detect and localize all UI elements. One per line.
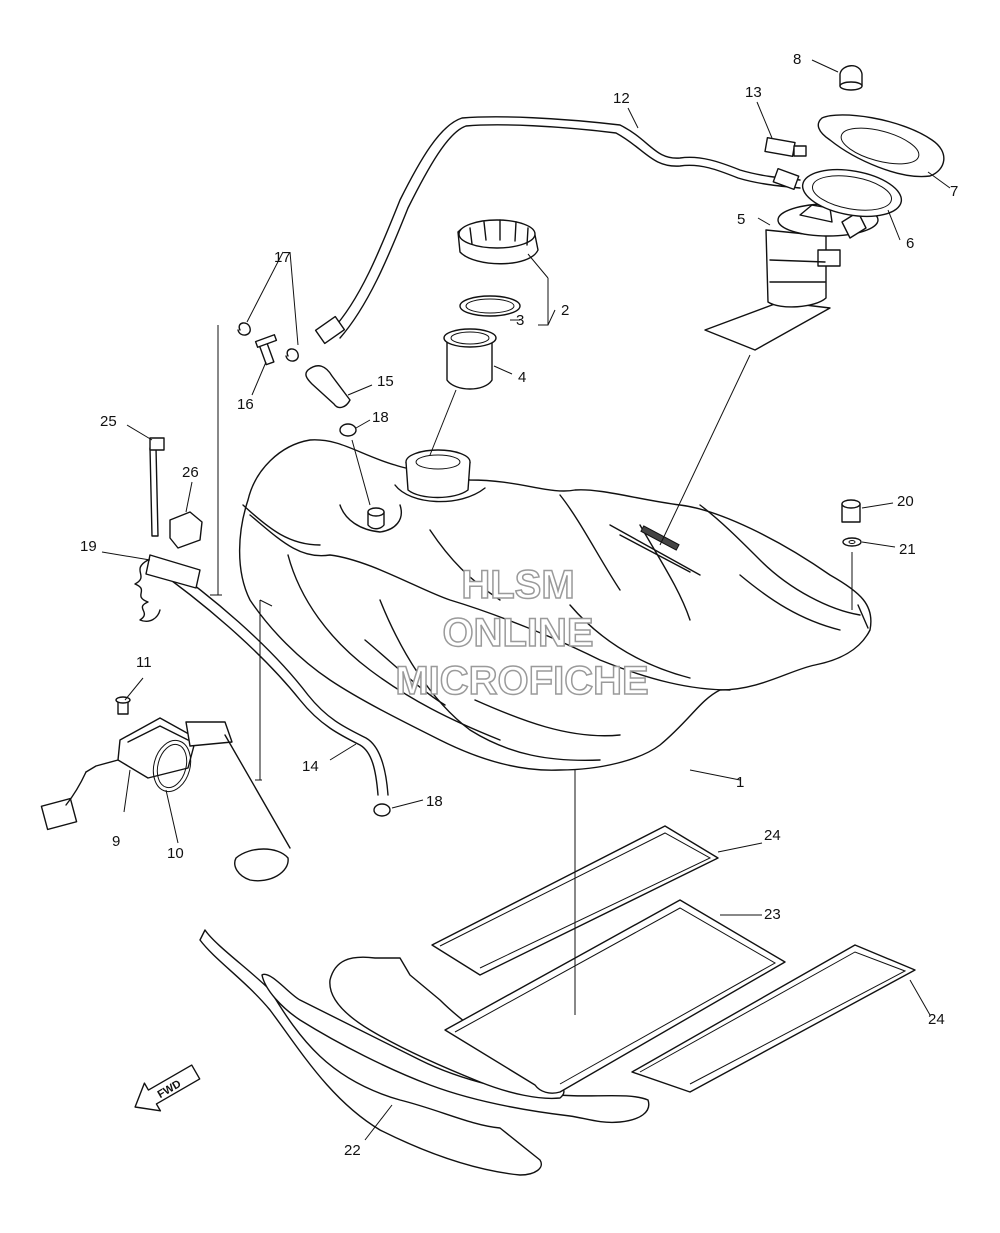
sender-screw <box>115 696 131 715</box>
callout-14: 14 <box>302 758 319 775</box>
callout-10: 10 <box>167 845 184 862</box>
cable-tie <box>149 437 165 537</box>
callout-15: 15 <box>377 373 394 390</box>
hose-joint <box>764 136 807 158</box>
watermark-line2: ONLINE <box>442 611 593 655</box>
watermark-line3: MICROFICHE <box>395 659 648 703</box>
pump-retainer-plate <box>817 114 945 178</box>
callout-24a: 24 <box>764 827 781 844</box>
washer-21 <box>842 537 862 547</box>
watermark-line1: HLSM <box>461 563 574 607</box>
callout-26: 26 <box>182 464 199 481</box>
cap-gasket <box>459 295 521 317</box>
callout-11: 11 <box>136 654 152 671</box>
callout-25: 25 <box>100 413 117 430</box>
fwd-arrow-icon: FWD <box>134 1064 201 1112</box>
collar-20 <box>841 499 861 523</box>
sender-o-ring <box>152 739 192 793</box>
callout-3: 3 <box>516 312 524 329</box>
coil-wire <box>134 554 201 622</box>
center-pad <box>444 899 786 1094</box>
fuel-sender-unit <box>40 717 291 882</box>
callout-24b: 24 <box>928 1011 945 1028</box>
fuel-pump <box>704 203 879 351</box>
callout-21: 21 <box>899 541 916 558</box>
fuel-cap <box>457 219 539 265</box>
callout-1: 1 <box>736 774 744 791</box>
filler-neck <box>443 328 497 390</box>
callout-12: 12 <box>613 90 630 107</box>
callout-2: 2 <box>561 302 569 319</box>
hose-clamp-18b <box>373 803 391 817</box>
joint-pipe <box>254 334 278 366</box>
callout-22: 22 <box>344 1142 361 1159</box>
callout-7: 7 <box>950 183 958 200</box>
cap-nut <box>839 65 863 91</box>
pump-gasket <box>801 168 903 218</box>
callout-6: 6 <box>906 235 914 252</box>
callout-8: 8 <box>793 51 801 68</box>
assembly-lines <box>101 59 951 1141</box>
fuel-tank <box>238 439 872 771</box>
callout-20: 20 <box>897 493 914 510</box>
watermark: HLSM ONLINE MICROFICHE <box>395 562 650 704</box>
callout-16: 16 <box>237 396 254 413</box>
callout-17: 17 <box>274 249 291 266</box>
hose-clip-17a <box>237 322 251 336</box>
drain-hose <box>149 559 389 796</box>
callout-18a: 18 <box>372 409 389 426</box>
hose-clamp-18a <box>339 423 357 437</box>
fwd-arrow-label: FWD <box>156 1078 184 1101</box>
short-hose <box>305 365 351 409</box>
hose-clip-17b <box>285 348 299 362</box>
wire-clamp <box>169 511 203 549</box>
callout-9: 9 <box>112 833 120 850</box>
callout-19: 19 <box>80 538 97 555</box>
breather-hose <box>314 116 801 345</box>
callout-23: 23 <box>764 906 781 923</box>
callout-18b: 18 <box>426 793 443 810</box>
callout-5: 5 <box>737 211 745 228</box>
callout-numbers: 1 2 3 4 5 6 7 8 9 10 11 12 13 14 15 16 1… <box>80 51 958 1159</box>
callout-13: 13 <box>745 84 762 101</box>
pad-24-lower <box>631 944 916 1093</box>
callout-4: 4 <box>518 369 526 386</box>
